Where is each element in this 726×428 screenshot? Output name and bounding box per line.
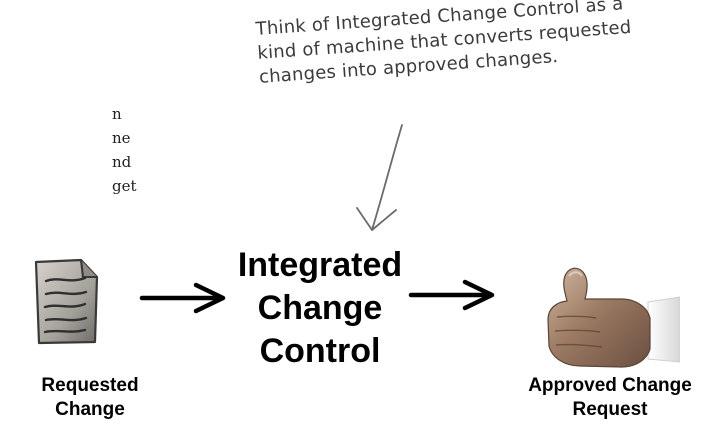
approved-line-2: Request	[572, 399, 648, 420]
cropped-body-text: n ne nd get	[112, 102, 172, 198]
process-line-3: Control	[259, 332, 381, 370]
body-text-line-2: ne	[112, 129, 131, 147]
process-line-2: Change	[257, 289, 383, 327]
requested-change-label: Requested Change	[20, 374, 160, 422]
right-flow-arrow	[408, 279, 495, 311]
body-text-line-4: get	[112, 177, 137, 195]
requested-line-1: Requested	[41, 375, 139, 396]
body-text-line-3: nd	[112, 153, 132, 171]
handwritten-annotation: Think of Integrated Change Control as a …	[255, 0, 719, 90]
document-icon-svg	[34, 258, 99, 345]
left-flow-arrow	[139, 282, 226, 314]
document-icon	[29, 255, 104, 350]
approved-change-request-label: Approved Change Request	[500, 374, 720, 422]
process-line-1: Integrated	[237, 246, 403, 284]
approved-line-1: Approved Change	[528, 375, 692, 396]
annotation-arrow	[356, 124, 403, 231]
thumbs-up-icon	[530, 262, 681, 374]
body-text-line-1: n	[112, 105, 122, 123]
requested-line-2: Change	[55, 399, 125, 420]
thumbs-up-icon-svg	[547, 267, 681, 368]
integrated-change-control-label: Integrated Change Control	[210, 244, 430, 373]
